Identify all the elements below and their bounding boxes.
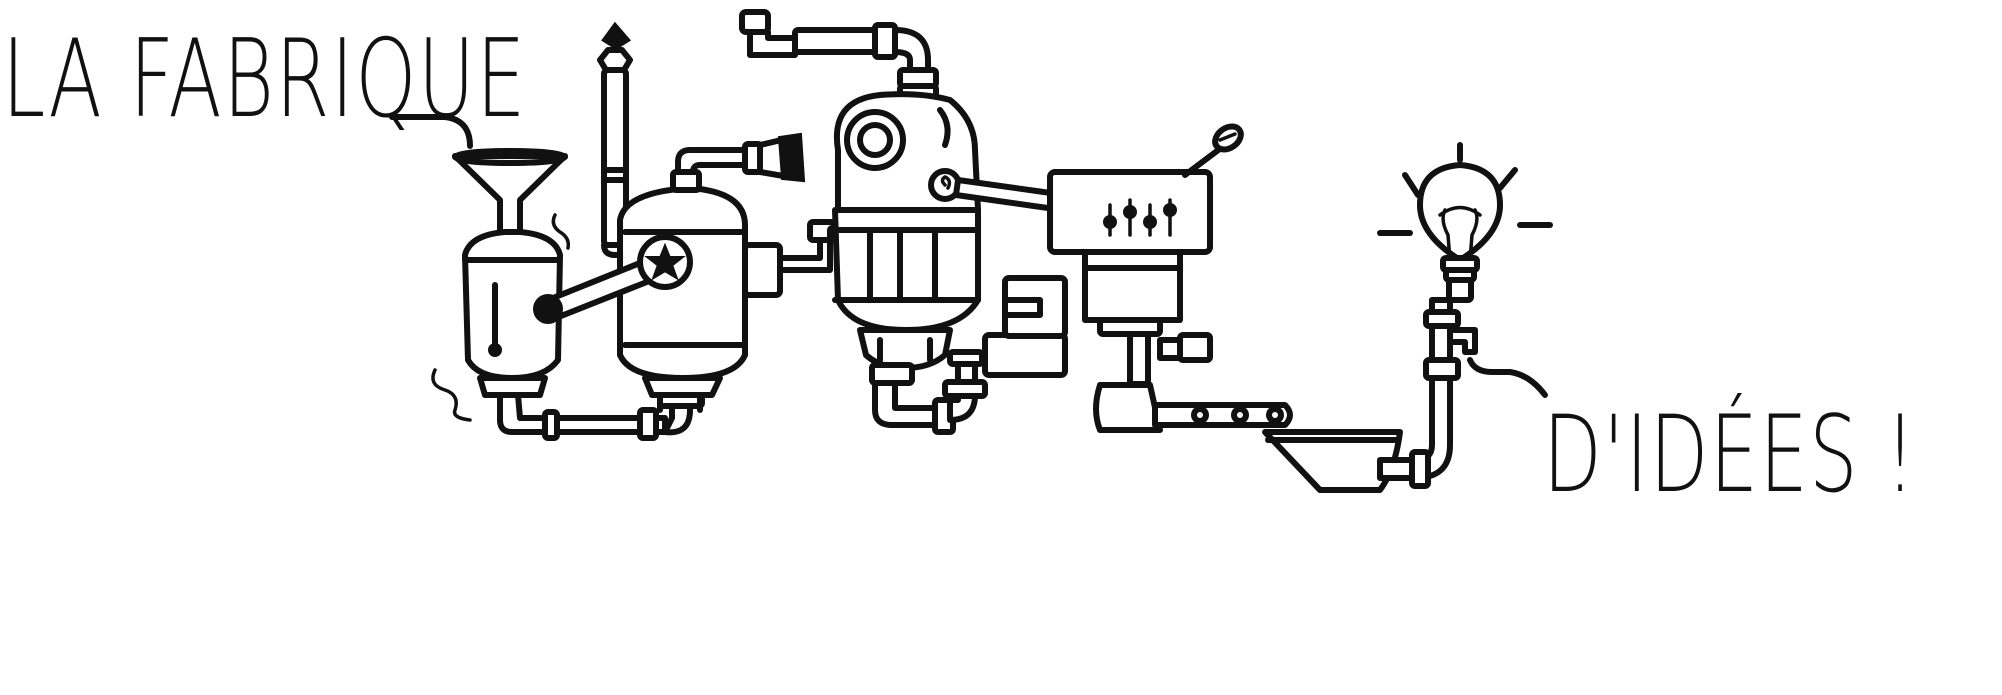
main-tank — [832, 91, 981, 371]
bottom-pipe-1 — [497, 389, 705, 441]
control-box-body — [1082, 249, 1213, 387]
side-valve-box — [742, 219, 853, 298]
middle-connector-blocks — [982, 275, 1068, 378]
bulb-pipe — [1377, 297, 1548, 489]
first-canister — [462, 229, 563, 398]
title-connector-line — [389, 114, 473, 149]
chimney-pipe — [597, 21, 633, 258]
squiggle-mid — [551, 213, 571, 250]
boiler-tank-icon — [617, 169, 748, 413]
squiggle-left — [431, 368, 472, 422]
conveyor-belt-icon — [1093, 382, 1403, 493]
title-line-2: D'IDÉES ! — [1543, 393, 1917, 516]
crank-handle-icon — [533, 234, 693, 324]
funnel-icon — [452, 148, 568, 238]
top-pipe — [739, 9, 939, 103]
dome-top-pipe — [675, 132, 806, 183]
under-tank-pipes — [869, 349, 988, 435]
light-bulb-icon — [1377, 142, 1553, 303]
control-box — [1047, 123, 1244, 255]
